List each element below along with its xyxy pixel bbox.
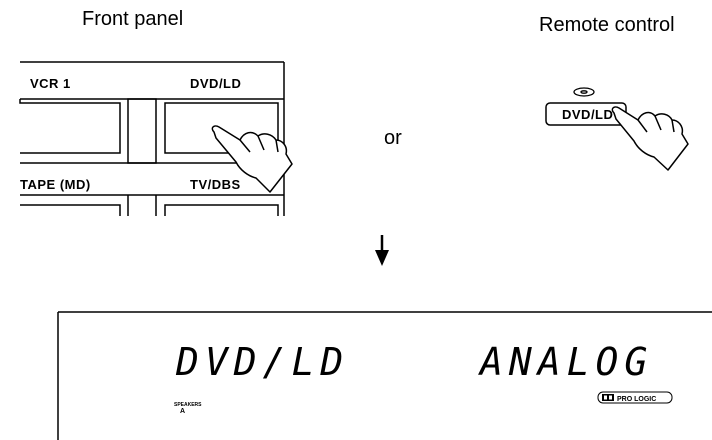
or-text: or <box>384 127 402 149</box>
pro-logic-text: PRO LOGIC <box>617 396 656 403</box>
display-panel <box>57 311 712 440</box>
speakers-value: A <box>180 408 185 415</box>
dolby-icon <box>602 394 614 401</box>
tv-dbs-button[interactable] <box>164 204 279 216</box>
tape-md-label: TAPE (MD) <box>20 177 91 192</box>
hand-pointer-icon <box>611 106 689 171</box>
pro-logic-badge: PRO LOGIC <box>597 391 673 404</box>
disc-icon <box>573 87 595 97</box>
front-panel-caption: Front panel <box>82 8 184 30</box>
speakers-label: SPEAKERS <box>174 402 202 408</box>
tv-dbs-label: TV/DBS <box>190 177 241 192</box>
remote-control: DVD/LD <box>545 87 689 171</box>
display-mode-text: ANALOG <box>478 340 653 384</box>
remote-button-label: DVD/LD <box>562 107 613 122</box>
dvd-ld-button[interactable] <box>164 102 279 154</box>
dvd-ld-label: DVD/LD <box>190 76 241 91</box>
down-arrow-icon <box>375 235 389 266</box>
hand-pointer-icon <box>211 125 293 193</box>
vcr1-label: VCR 1 <box>30 76 71 91</box>
display-source-text: DVD/LD <box>175 340 349 384</box>
tape-md-button[interactable] <box>20 204 121 216</box>
vcr1-button[interactable] <box>19 99 121 154</box>
remote-control-caption: Remote control <box>539 14 675 36</box>
